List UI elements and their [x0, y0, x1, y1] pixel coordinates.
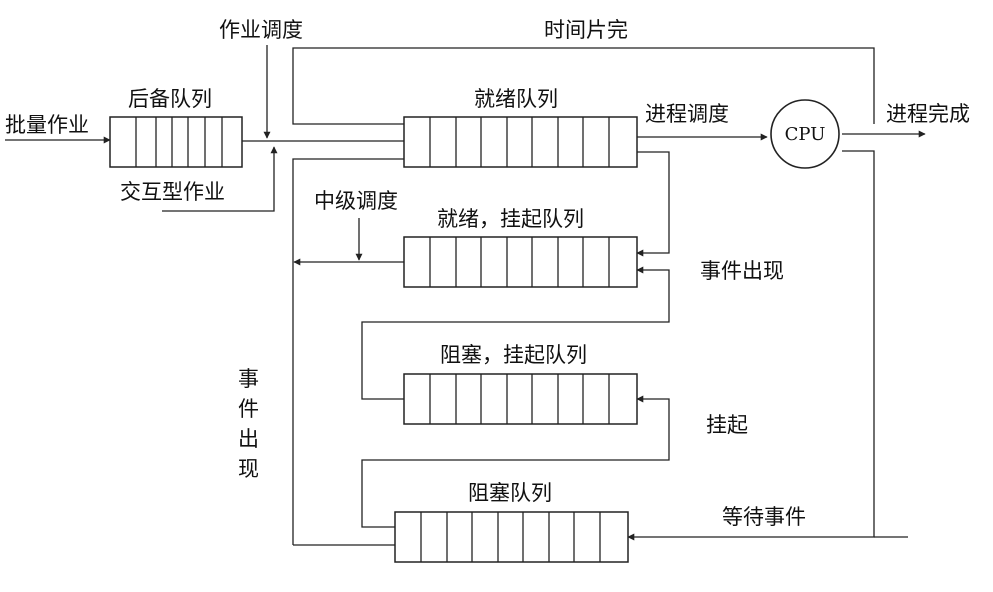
event-return-line: [292, 155, 413, 545]
batch-jobs-label: 批量作业: [5, 113, 89, 137]
time-slice-label: 时间片完: [544, 18, 628, 42]
event-occurs-vertical-label: 事 件 出 现: [238, 367, 259, 481]
process-scheduling-label: 进程调度: [645, 102, 729, 126]
backup-queue-label: 后备队列: [128, 87, 212, 111]
job-scheduling-label: 作业调度: [219, 18, 303, 42]
blocked-suspended-queue: [403, 373, 638, 425]
interactive-jobs-label: 交互型作业: [120, 180, 225, 204]
ready-suspended-label: 就绪，挂起队列: [437, 207, 584, 231]
flow-lines: [5, 45, 926, 546]
blocked-suspended-label: 阻塞，挂起队列: [440, 343, 587, 367]
vertical-char: 现: [238, 457, 259, 481]
time-slice-loop: [292, 47, 875, 128]
interactive-jobs-line: [162, 146, 278, 212]
cpu-label: CPU: [785, 124, 826, 145]
wait-event-label: 等待事件: [722, 505, 806, 529]
ready-to-ready-suspended-line: [636, 151, 670, 257]
ready-queue-label: 就绪队列: [474, 87, 558, 111]
blocked-queue: [394, 511, 629, 563]
mid-scheduling-label: 中级调度: [314, 189, 398, 213]
vertical-char: 出: [238, 427, 259, 451]
process-done-label: 进程完成: [886, 102, 970, 126]
cpu-node: CPU: [770, 99, 840, 169]
ready-suspended-queue: [403, 236, 638, 288]
ready-queue: [403, 116, 638, 168]
suspend-label: 挂起: [706, 413, 748, 437]
blocked-queue-label: 阻塞队列: [468, 481, 552, 505]
wait-event-line: [627, 150, 875, 541]
vertical-char: 事: [238, 367, 259, 391]
event-occurs-line: [361, 266, 670, 400]
vertical-char: 件: [238, 397, 259, 421]
backup-queue: [109, 116, 243, 168]
suspend-line: [361, 395, 670, 528]
event-occurs-right-label: 事件出现: [700, 259, 784, 283]
